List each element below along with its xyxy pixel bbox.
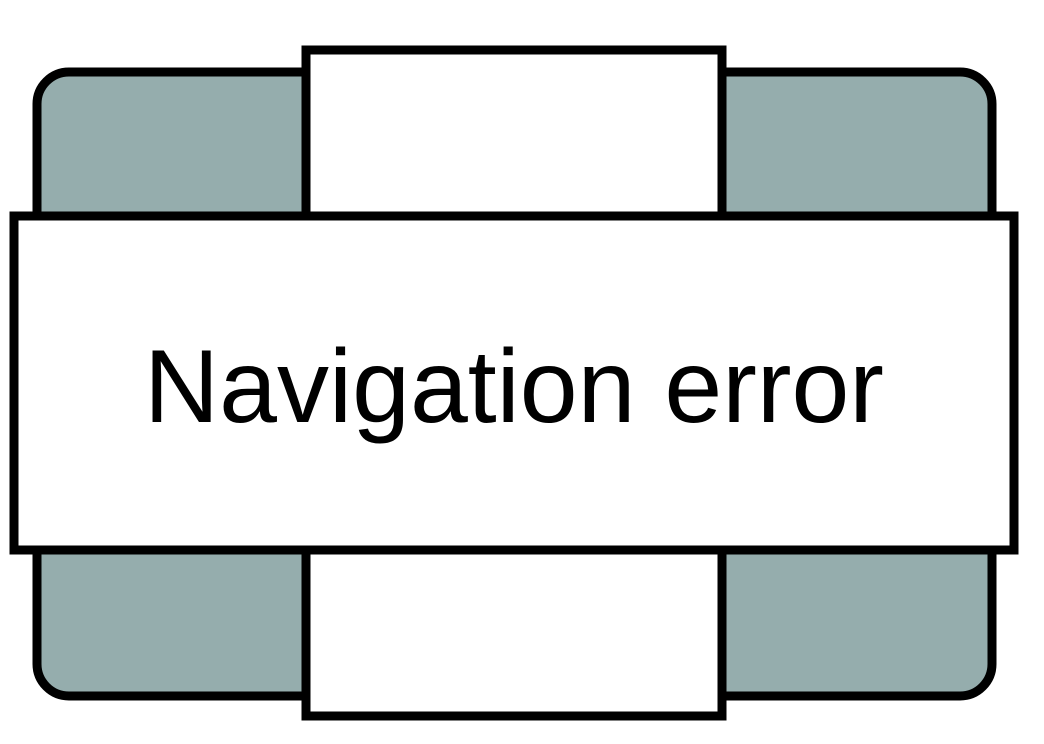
cross-center bbox=[310, 220, 718, 546]
symbol-label: Navigation error bbox=[144, 328, 884, 445]
